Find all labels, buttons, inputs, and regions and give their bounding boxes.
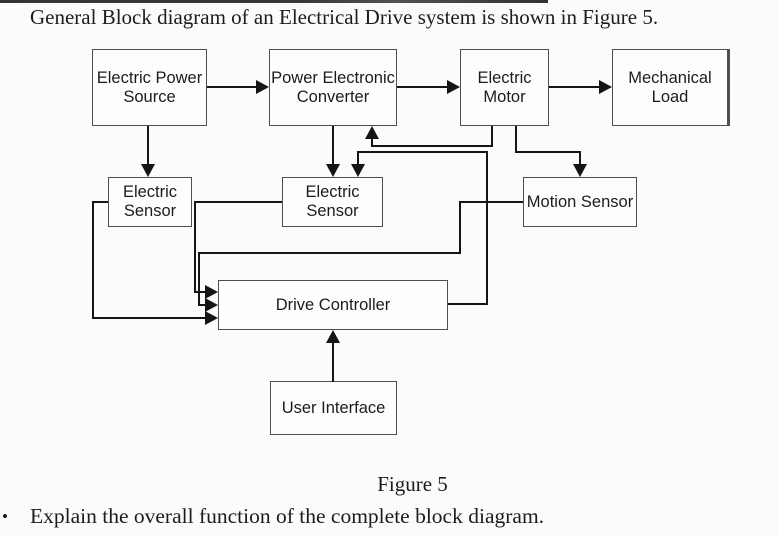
block-motion-sensor: Motion Sensor xyxy=(523,177,637,227)
arrowhead-right-icon xyxy=(256,80,269,94)
block-electric-sensor-source: Electric Sensor xyxy=(108,177,192,227)
block-user-interface: User Interface xyxy=(270,381,397,435)
figure-caption: Figure 5 xyxy=(377,472,448,496)
block-mechanical-load: Mechanical Load xyxy=(612,49,730,126)
block-electric-sensor-converter: Electric Sensor xyxy=(282,177,383,227)
connector-controller-right xyxy=(448,303,488,305)
bullet-glyph: • xyxy=(2,507,8,526)
connector-trunk-to-sensor xyxy=(357,151,359,166)
block-label: Mechanical Load xyxy=(628,68,712,106)
arrowhead-right-icon xyxy=(205,285,218,299)
block-label: Electric Motor xyxy=(477,68,532,106)
connector-feedback-to-converter xyxy=(371,145,493,147)
block-label: Electric Sensor xyxy=(122,183,178,220)
connector-trunk-to-sensor xyxy=(357,151,488,153)
connector-motion-sensor-to-controller xyxy=(198,304,206,306)
arrowhead-right-icon xyxy=(447,80,460,94)
block-electric-motor: Electric Motor xyxy=(460,49,549,126)
connector-sensor1-to-controller xyxy=(92,317,206,319)
arrowhead-down-icon xyxy=(326,164,340,177)
arrowhead-up-icon xyxy=(365,126,379,139)
bullet-text: Explain the overall function of the comp… xyxy=(30,504,545,528)
connector-motion-sensor-to-controller xyxy=(198,252,200,306)
intro-text: General Block diagram of an Electrical D… xyxy=(30,5,659,29)
connector-ui-to-controller xyxy=(332,342,334,382)
connector-sensor2-to-controller xyxy=(194,201,282,203)
connector-sensor2-to-controller xyxy=(194,291,206,293)
connector-sensor2-to-controller xyxy=(194,201,196,293)
block-label: Power Electronic Converter xyxy=(271,68,395,106)
connector-source-to-sensor xyxy=(147,126,149,165)
connector-sensor1-to-controller xyxy=(93,201,108,203)
connector-feedback-to-converter xyxy=(371,137,373,147)
block-drive-controller: Drive Controller xyxy=(218,280,448,330)
arrowhead-up-icon xyxy=(326,330,340,343)
block-electric-power-source: Electric Power Source xyxy=(92,49,207,126)
block-label: Motion Sensor xyxy=(526,192,634,211)
connector-motion-sensor-to-controller xyxy=(459,201,461,254)
arrowhead-down-icon xyxy=(573,164,587,177)
connector-controller-trunk xyxy=(486,151,488,305)
block-power-electronic-converter: Power Electronic Converter xyxy=(269,49,397,126)
connector-motor-to-motion-sensor xyxy=(579,151,581,166)
arrowhead-right-icon xyxy=(599,80,612,94)
connector-sensor1-to-controller xyxy=(92,201,94,319)
arrowhead-right-icon xyxy=(205,298,218,312)
connector-motor-tap xyxy=(491,126,493,147)
connector-motion-sensor-to-controller xyxy=(459,201,523,203)
scan-artifact xyxy=(0,0,548,3)
connector-motion-sensor-to-controller xyxy=(198,252,461,254)
block-label: User Interface xyxy=(281,398,386,417)
connector-source-to-converter xyxy=(207,86,256,88)
arrowhead-down-icon xyxy=(141,164,155,177)
arrowhead-down-icon xyxy=(351,164,365,177)
connector-motor-to-motion-sensor xyxy=(515,126,517,153)
bullet-item: • Explain the overall function of the co… xyxy=(2,503,762,530)
connector-converter-to-sensor xyxy=(332,126,334,165)
block-label: Electric Sensor xyxy=(305,183,360,220)
arrowhead-right-icon xyxy=(205,311,218,325)
connector-motor-to-motion-sensor xyxy=(515,151,581,153)
block-label: Electric Power Source xyxy=(96,68,203,106)
block-label: Drive Controller xyxy=(275,295,391,314)
connector-converter-to-motor xyxy=(397,86,447,88)
connector-motor-to-load xyxy=(549,86,599,88)
